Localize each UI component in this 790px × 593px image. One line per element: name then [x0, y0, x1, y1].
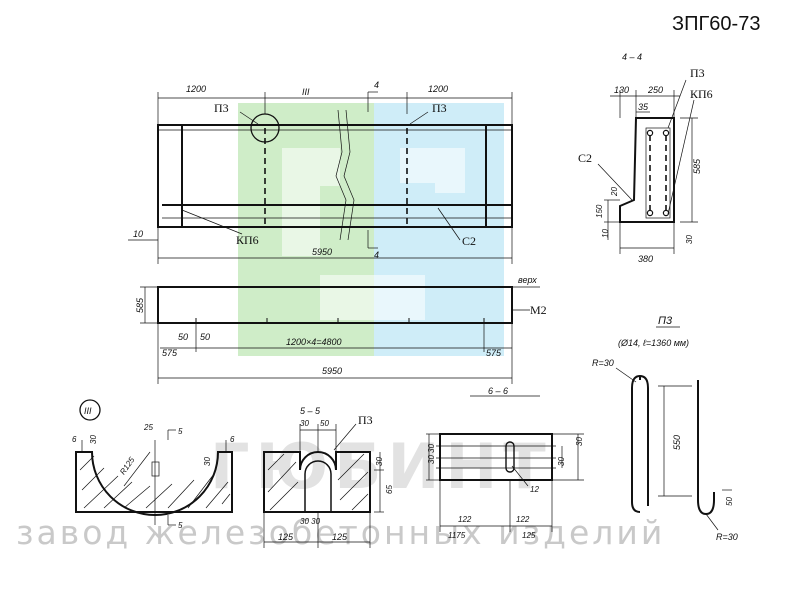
- watermark-slogan-text: завод железобетонных изделий: [16, 513, 665, 552]
- s44-dim-130: 130: [614, 85, 629, 95]
- d3-dim-6b: 6: [230, 435, 235, 444]
- s66-dim-1175: 1175: [448, 531, 466, 540]
- s55-dim-125a: 125: [278, 532, 294, 542]
- watermark-brand-text: ГЮБИНТ: [210, 430, 552, 503]
- plan-section-marker: III: [302, 87, 310, 97]
- s44-dim-150: 150: [595, 204, 604, 218]
- plan-dim-top-left: 1200: [186, 84, 206, 94]
- d3-dim-5: 5: [178, 427, 183, 436]
- s55-dim-125b: 125: [332, 532, 348, 542]
- s66-dim-125: 125: [522, 531, 536, 540]
- d3-marker: III: [84, 406, 92, 416]
- side-dim-total: 5950: [322, 366, 342, 376]
- side-dim-middle: 1200×4=4800: [286, 337, 342, 347]
- s66-title: 6 – 6: [488, 386, 508, 396]
- watermark-logo-shape: [282, 148, 465, 320]
- plan-view: [128, 91, 513, 264]
- section-4-4: [597, 79, 698, 254]
- s44-dim-250: 250: [647, 85, 663, 95]
- watermark-logo: [238, 103, 504, 356]
- side-label-m2: М2: [530, 303, 547, 317]
- plan-cut-marker-top: 4: [374, 80, 379, 90]
- p3-detail: [615, 326, 732, 531]
- p3-dim-50: 50: [725, 497, 734, 506]
- plan-label-c2: С2: [462, 234, 476, 248]
- s66-dim-30b: 30: [575, 437, 584, 446]
- d3-dim-25: 25: [143, 423, 153, 432]
- d3-dim-6a: 6: [72, 435, 77, 444]
- s55-dim-50: 50: [320, 419, 329, 428]
- s66-dim-122b: 122: [516, 515, 530, 524]
- s44-dim-585: 585: [692, 158, 702, 174]
- plan-dim-edge: 10: [133, 229, 143, 239]
- side-outline: [157, 286, 513, 324]
- plan-cut-marker-bottom: 4: [374, 250, 379, 260]
- p3-subtitle: (Ø14, ℓ=1360 мм): [618, 338, 689, 348]
- s44-dim-20: 20: [610, 187, 619, 197]
- s66-dim-3030: 30 30: [427, 443, 436, 464]
- p3-r-top: R=30: [592, 358, 614, 368]
- side-label-top: верх: [518, 275, 537, 285]
- plan-dim-top-right: 1200: [428, 84, 448, 94]
- s55-dim-65: 65: [385, 485, 394, 494]
- section-5-5: [263, 423, 384, 548]
- drawing-title: ЗПГ60-73: [672, 13, 760, 35]
- s55-dim-3030: 30 30: [300, 517, 321, 526]
- p3-title: П3: [658, 315, 673, 327]
- plan-dim-length: 5950: [312, 247, 332, 257]
- section-5-5-outline: [263, 451, 371, 513]
- s44-label-kp6: КП6: [690, 87, 713, 101]
- side-dim-height: 585: [135, 297, 145, 313]
- side-view: [140, 286, 540, 384]
- s55-title: 5 – 5: [300, 406, 321, 416]
- detail-iii-marker-circle: [79, 399, 101, 421]
- s44-dim-30: 30: [685, 235, 694, 244]
- section-6-6-outline: [439, 433, 553, 481]
- s55-dim-30b: 30: [375, 457, 384, 466]
- plan-label-p3-right: П3: [432, 101, 447, 115]
- section-6-6: [426, 395, 584, 532]
- s44-label-p3: П3: [690, 66, 705, 80]
- side-dim-50a: 50: [178, 332, 188, 342]
- plan-label-p3-left: П3: [214, 101, 229, 115]
- s66-dim-30: 30: [557, 457, 566, 466]
- d3-dim-30b: 30: [203, 457, 212, 466]
- s66-dim-122a: 122: [458, 515, 472, 524]
- s55-label-p3: П3: [358, 413, 373, 427]
- detail-iii: [75, 399, 233, 526]
- detail-iii-outline: [75, 451, 233, 516]
- p3-dim-550: 550: [672, 435, 682, 450]
- s55-dim-30: 30: [300, 419, 309, 428]
- side-dim-50b: 50: [200, 332, 210, 342]
- s44-dim-35: 35: [638, 102, 649, 112]
- d3-dim-30a: 30: [89, 435, 98, 444]
- d3-cut-5: 5: [178, 521, 183, 530]
- plan-label-kp6: КП6: [236, 233, 259, 247]
- p3-bar-shape: [631, 374, 649, 506]
- s44-label-c2: С2: [578, 151, 592, 165]
- plan-outline: [157, 124, 513, 228]
- side-dim-left: 575: [162, 348, 178, 358]
- s66-dim-12: 12: [530, 485, 539, 494]
- s44-dim-10: 10: [601, 229, 610, 238]
- p3-r-bottom: R=30: [716, 532, 738, 542]
- side-dim-right: 575: [486, 348, 502, 358]
- s44-title: 4 – 4: [622, 52, 642, 62]
- s44-dim-380: 380: [638, 254, 653, 264]
